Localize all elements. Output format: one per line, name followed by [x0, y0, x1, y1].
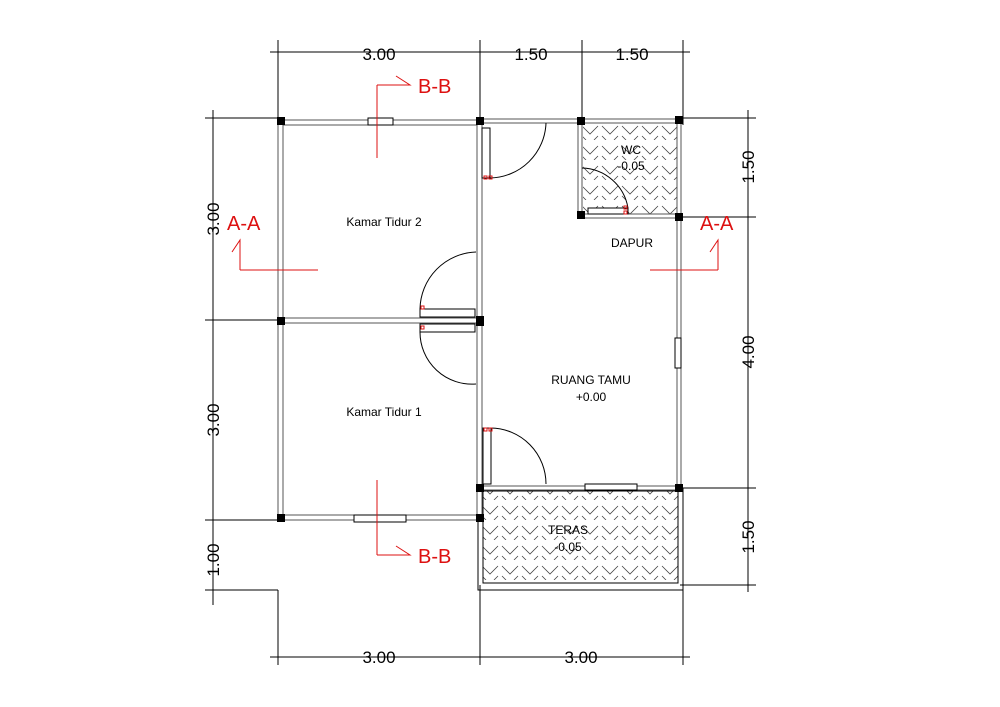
dim-right-1: 1.50 [739, 150, 758, 183]
columns [277, 116, 683, 522]
doors [419, 122, 629, 485]
teras-outline [477, 488, 684, 591]
room-level-ruang-tamu: +0.00 [576, 390, 607, 404]
dim-left-1: 3.00 [204, 202, 223, 235]
room-label-dapur: DAPUR [611, 236, 653, 250]
dim-bottom-1: 3.00 [362, 648, 395, 667]
room-label-wc: WC [621, 143, 641, 157]
room-label-teras: TERAS [548, 523, 588, 537]
section-label-a-left: A-A [227, 213, 261, 235]
wc-floor-hatch [583, 123, 678, 215]
section-marker-a-right [650, 238, 719, 271]
dim-left-2: 3.00 [204, 403, 223, 436]
section-marker-a-left [231, 238, 318, 271]
dim-right-3: 1.50 [739, 520, 758, 553]
room-label-kamar-tidur-1: Kamar Tidur 1 [346, 405, 422, 419]
section-marker-b-bottom [376, 480, 412, 556]
door-hinge-marks [420, 175, 628, 432]
dim-bottom-2: 3.00 [564, 648, 597, 667]
teras-floor-hatch [482, 490, 679, 584]
dim-right-2: 4.00 [739, 335, 758, 368]
room-level-teras: -0.05 [554, 540, 582, 554]
room-level-wc: -0.05 [617, 159, 645, 173]
section-label-b-bottom: B-B [418, 546, 451, 568]
dim-top-1: 3.00 [362, 45, 395, 64]
section-label-a-right: A-A [700, 213, 734, 235]
section-marker-b-top [376, 75, 412, 158]
section-label-b-top: B-B [418, 76, 451, 98]
dimension-lines [205, 40, 756, 665]
windows [353, 117, 682, 523]
dim-top-2: 1.50 [514, 45, 547, 64]
room-label-kamar-tidur-2: Kamar Tidur 2 [346, 215, 422, 229]
room-label-ruang-tamu: RUANG TAMU [551, 373, 631, 387]
dim-left-3: 1.00 [204, 543, 223, 576]
dim-top-3: 1.50 [615, 45, 648, 64]
